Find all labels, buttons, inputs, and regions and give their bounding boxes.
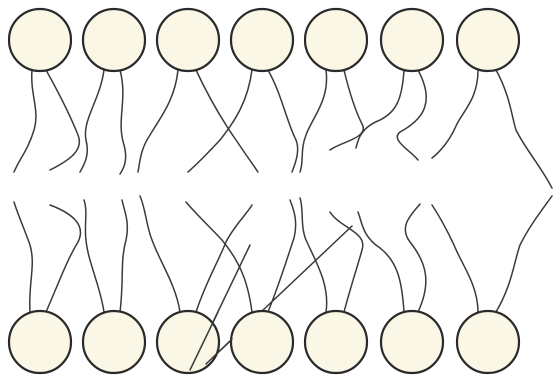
lower-head xyxy=(155,309,221,375)
upper-head xyxy=(229,7,295,73)
upper-tail xyxy=(187,69,253,173)
upper-head xyxy=(455,7,521,73)
upper-head xyxy=(7,7,73,73)
lower-tail xyxy=(13,201,33,313)
lower-tail xyxy=(299,197,328,313)
upper-tail xyxy=(79,69,105,173)
lower-head xyxy=(7,309,73,375)
lower-tail xyxy=(185,201,253,313)
upper-tail xyxy=(495,69,553,189)
upper-head xyxy=(303,7,369,73)
lower-tail xyxy=(404,203,427,313)
upper-head xyxy=(379,7,445,73)
upper-tail xyxy=(355,69,405,149)
upper-tail xyxy=(45,69,81,171)
lower-tail xyxy=(119,199,129,313)
lower-head xyxy=(81,309,147,375)
upper-tail xyxy=(13,69,37,173)
upper-tail xyxy=(329,69,365,151)
upper-tails xyxy=(13,69,553,189)
inserted-molecule xyxy=(189,311,219,371)
upper-tail xyxy=(396,69,427,161)
upper-heads xyxy=(7,7,521,73)
upper-tail xyxy=(267,69,299,173)
lower-tail xyxy=(357,211,405,313)
upper-tail xyxy=(119,69,127,175)
lower-leaflet xyxy=(7,195,553,375)
lower-head xyxy=(303,309,369,375)
upper-head xyxy=(155,7,221,73)
lower-tails xyxy=(13,195,553,313)
lower-tail xyxy=(83,199,105,313)
lower-head xyxy=(229,309,295,375)
lower-tail xyxy=(431,204,479,313)
lower-tail xyxy=(45,204,82,313)
lower-tail xyxy=(139,195,181,313)
inserted-molecules-front xyxy=(189,311,233,371)
upper-tail xyxy=(431,69,479,159)
lower-heads xyxy=(7,309,521,375)
upper-head xyxy=(81,7,147,73)
lower-tail xyxy=(495,195,553,313)
upper-tail xyxy=(137,69,179,173)
lower-head xyxy=(455,309,521,375)
upper-tail xyxy=(195,69,259,173)
lower-tail xyxy=(267,199,297,313)
lower-head xyxy=(379,309,445,375)
upper-tail xyxy=(299,69,328,173)
lower-tail xyxy=(329,211,364,313)
upper-leaflet xyxy=(7,7,553,189)
inserted-molecule xyxy=(205,338,233,365)
lower-tail xyxy=(195,204,253,313)
